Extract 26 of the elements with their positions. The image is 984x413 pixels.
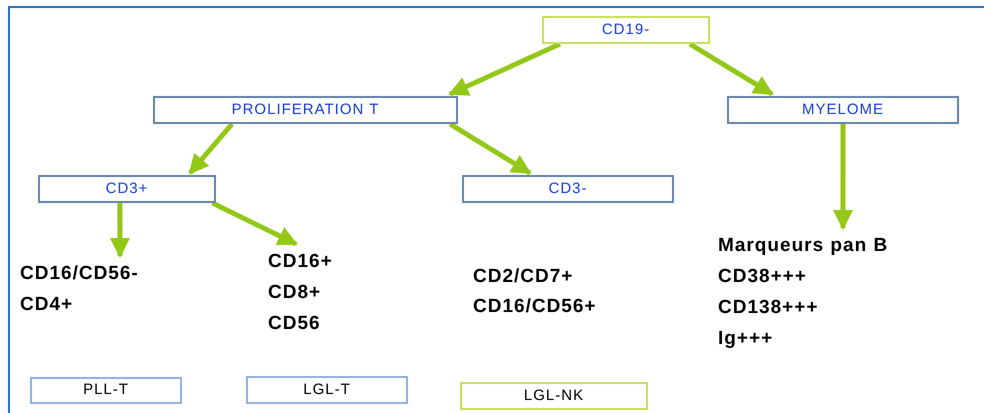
marker-text: CD8+: [268, 281, 322, 305]
category-box: PROLIFERATION T: [153, 96, 458, 124]
diagnosis-box: PLL-T: [30, 377, 182, 404]
arrow: [188, 122, 234, 175]
category-box: CD19-: [542, 16, 710, 44]
marker-text: CD138+++: [718, 296, 820, 320]
arrow: [211, 200, 298, 246]
arrow: [832, 124, 853, 230]
category-box: CD3-: [462, 175, 674, 203]
arrow: [688, 42, 774, 96]
marker-text: CD16/CD56+: [473, 295, 597, 319]
arrow: [448, 122, 532, 176]
marker-text: CD16+: [268, 250, 334, 274]
marker-text: CD56: [268, 312, 322, 336]
marker-text: CD4+: [20, 293, 74, 317]
diagnosis-box: LGL-T: [246, 376, 408, 404]
diagnosis-box: LGL-NK: [460, 382, 648, 410]
category-box: CD3+: [38, 175, 216, 203]
marker-text: Marqueurs pan B: [718, 234, 890, 258]
marker-text: CD2/CD7+: [473, 265, 574, 289]
marker-text: CD38+++: [718, 265, 808, 289]
marker-text: CD16/CD56-: [20, 262, 140, 286]
marker-text: Ig+++: [718, 327, 774, 351]
category-box: MYELOME: [727, 96, 959, 124]
arrow: [110, 203, 130, 258]
arrow: [448, 42, 561, 96]
